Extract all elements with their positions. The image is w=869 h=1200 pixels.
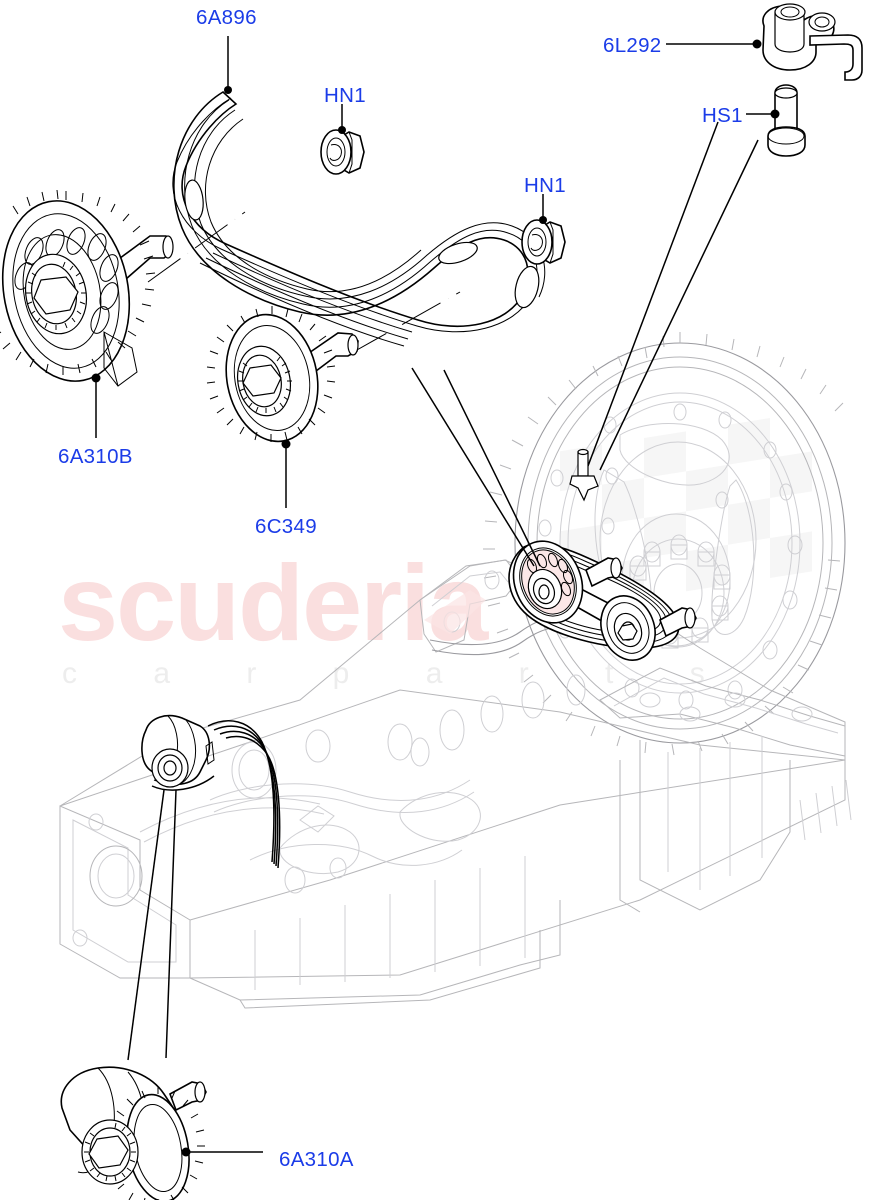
oil-jet-tube (762, 3, 863, 81)
watermark-main-text: scuderia (58, 542, 489, 663)
crankshaft-sprocket-cam (60, 1066, 207, 1200)
idler-spline-teeth (238, 356, 292, 413)
callout-6A310A[interactable]: 6A310A (181, 1147, 354, 1172)
callout-label-HN1-right: HN1 (524, 174, 566, 197)
nut-upper-right (521, 219, 566, 265)
crank-spline-teeth (84, 1122, 136, 1182)
callout-6L292[interactable]: 6L292 (603, 34, 762, 57)
callout-HS1[interactable]: HS1 (702, 104, 780, 127)
bolt-stud (767, 84, 806, 157)
callout-label-6A310A: 6A310A (279, 1148, 354, 1171)
timing-chain (147, 91, 546, 356)
callout-label-6A310B: 6A310B (58, 445, 133, 468)
belt-tensioner-pulley (141, 714, 281, 869)
balance-shaft-belt-drive (508, 540, 697, 661)
callout-6A896[interactable]: 6A896 (196, 6, 257, 94)
flexplate-locating-pin (569, 448, 599, 502)
idler-sprocket (206, 306, 359, 443)
callout-label-6A896: 6A896 (196, 6, 257, 29)
callout-label-6L292: 6L292 (603, 34, 662, 57)
sprocket-lightening-holes (14, 227, 119, 334)
callout-HN1-left[interactable]: HN1 (324, 84, 366, 134)
watermark-sub-text: c a r p a r t s (62, 657, 739, 690)
idler-teeth (206, 306, 336, 442)
callout-6C349[interactable]: 6C349 (255, 439, 317, 539)
ring-gear-teeth (483, 332, 844, 756)
callout-label-HS1: HS1 (702, 104, 743, 127)
assembly-leader-lines (127, 121, 759, 1061)
nut-upper-left (320, 129, 365, 175)
callout-HN1-right[interactable]: HN1 (524, 174, 566, 224)
callout-6A310B[interactable]: 6A310B (58, 373, 133, 469)
callout-label-HN1-left: HN1 (324, 84, 366, 107)
callout-label-6C349: 6C349 (255, 515, 317, 538)
camshaft-sprocket-large (0, 189, 174, 387)
spline-teeth (26, 261, 86, 330)
sprocket-teeth (0, 189, 156, 375)
